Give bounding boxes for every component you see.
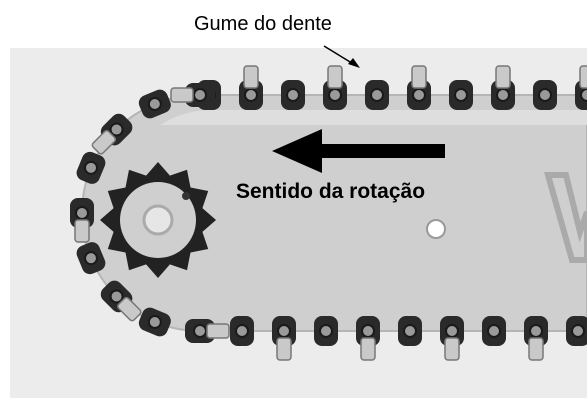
cutter-tooth <box>495 65 511 89</box>
cutter-tooth <box>528 337 544 361</box>
chain-rivet <box>403 324 417 338</box>
cutter-tooth <box>579 65 587 89</box>
chain-rivet <box>147 315 162 330</box>
cutter-tooth <box>444 337 460 361</box>
chain-rivet <box>328 88 342 102</box>
cutter-tooth <box>276 337 292 361</box>
chain-rivet <box>445 324 459 338</box>
chain-rivet <box>75 206 89 220</box>
bar-logo <box>544 172 587 263</box>
chain-rivet <box>487 324 501 338</box>
cutter-tooth <box>243 65 259 89</box>
arrow-left-icon <box>272 129 445 173</box>
direction-label: Sentido da rotação <box>236 180 425 203</box>
sprocket-icon <box>100 162 216 278</box>
cutter-tooth <box>170 87 194 103</box>
chain-rivet <box>319 324 333 338</box>
chain-rivet <box>147 96 162 111</box>
cutter-tooth <box>91 130 117 155</box>
chain-rivet <box>571 324 585 338</box>
chain-rivet <box>244 88 258 102</box>
chain-rivet <box>370 88 384 102</box>
cutter-tooth <box>117 296 142 322</box>
sprocket-hub <box>142 204 174 236</box>
chain-rivet <box>454 88 468 102</box>
chain-rivet <box>235 324 249 338</box>
chain-rivet <box>361 324 375 338</box>
cutter-tooth <box>360 337 376 361</box>
cutter-tooth <box>206 323 230 339</box>
cutter-tooth <box>74 219 90 243</box>
cutter-tooth <box>411 65 427 89</box>
chain-rivet <box>580 88 587 102</box>
chain-rivet <box>538 88 552 102</box>
chain-rivet <box>277 324 291 338</box>
chain-rivet <box>529 324 543 338</box>
chain-rivet <box>193 88 207 102</box>
saw-chain <box>70 65 587 361</box>
callout-leader <box>323 45 360 68</box>
chain-rivet <box>109 289 124 304</box>
cutter-tooth <box>327 65 343 89</box>
callout-label: Gume do dente <box>194 13 332 35</box>
sprocket-pin <box>182 192 190 200</box>
chain-rivet <box>83 251 98 266</box>
chain-rivet <box>109 122 124 137</box>
chain-rivet <box>83 160 98 175</box>
chain-rivet <box>496 88 510 102</box>
bar-highlight <box>160 110 587 125</box>
chain-rivet <box>193 324 207 338</box>
bar-rivet-hole <box>426 219 446 239</box>
chain-rivet <box>286 88 300 102</box>
chain-rivet <box>412 88 426 102</box>
